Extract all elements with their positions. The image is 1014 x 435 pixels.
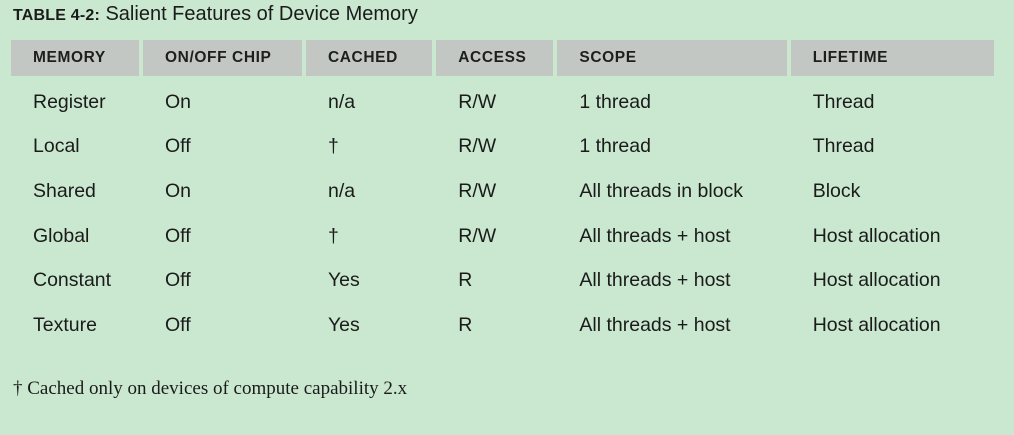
cell-memory: Constant xyxy=(33,269,112,292)
table-row: Constant Off Yes R All threads + host Ho… xyxy=(11,258,994,303)
table-row: Texture Off Yes R All threads + host Hos… xyxy=(11,303,994,348)
cell-lifetime: Thread xyxy=(812,135,875,158)
column-header-scope: SCOPE xyxy=(557,40,787,76)
table-footnote: † Cached only on devices of compute capa… xyxy=(13,378,408,399)
cell-access: R xyxy=(458,269,473,292)
cell-access: R/W xyxy=(458,179,497,202)
cell-access: R/W xyxy=(458,90,497,113)
table-header-row: MEMORY ON/OFF CHIP CACHED ACCESS SCOPE L… xyxy=(11,40,994,76)
column-header-memory: MEMORY xyxy=(11,40,139,76)
cell-cached: n/a xyxy=(327,179,356,202)
cell-scope: All threads + host xyxy=(579,224,731,247)
table-row: Shared On n/a R/W All threads in block B… xyxy=(11,169,994,214)
table-row: Register On n/a R/W 1 thread Thread xyxy=(11,76,994,125)
cell-on-off-chip: Off xyxy=(165,135,191,158)
cell-memory: Texture xyxy=(33,313,97,336)
cell-access: R xyxy=(458,313,473,336)
cell-cached: Yes xyxy=(327,313,360,336)
table-row: Local Off † R/W 1 thread Thread xyxy=(11,125,994,170)
cell-scope: All threads + host xyxy=(579,269,731,292)
cell-memory: Register xyxy=(33,90,106,113)
cell-access: R/W xyxy=(458,224,497,247)
column-header-on-off-chip: ON/OFF CHIP xyxy=(143,40,302,76)
cell-on-off-chip: Off xyxy=(165,313,191,336)
cell-access: R/W xyxy=(458,135,497,158)
cell-cached: † xyxy=(327,135,339,158)
cell-lifetime: Host allocation xyxy=(812,269,941,292)
cell-memory: Global xyxy=(33,224,90,247)
cell-lifetime: Thread xyxy=(812,90,875,113)
cell-memory: Shared xyxy=(33,179,96,202)
cell-scope: All threads + host xyxy=(579,313,731,336)
table-number: TABLE 4-2: xyxy=(13,7,101,24)
cell-lifetime: Host allocation xyxy=(812,313,941,336)
cell-on-off-chip: On xyxy=(165,179,192,202)
column-header-cached: CACHED xyxy=(305,40,433,76)
cell-cached: † xyxy=(327,224,339,247)
cell-lifetime: Host allocation xyxy=(812,224,941,247)
cell-scope: All threads in block xyxy=(579,179,744,202)
cell-scope: 1 thread xyxy=(579,90,651,113)
cell-cached: n/a xyxy=(327,90,356,113)
cell-cached: Yes xyxy=(327,269,360,292)
cell-on-off-chip: Off xyxy=(165,224,191,247)
device-memory-table: MEMORY ON/OFF CHIP CACHED ACCESS SCOPE L… xyxy=(7,40,998,348)
cell-scope: 1 thread xyxy=(579,135,651,158)
column-header-lifetime: LIFETIME xyxy=(790,40,994,76)
table-caption: TABLE 4-2: Salient Features of Device Me… xyxy=(13,3,418,26)
cell-on-off-chip: On xyxy=(165,90,192,113)
cell-on-off-chip: Off xyxy=(165,269,191,292)
column-header-access: ACCESS xyxy=(436,40,554,76)
table-row: Global Off † R/W All threads + host Host… xyxy=(11,214,994,259)
cell-memory: Local xyxy=(33,135,80,158)
cell-lifetime: Block xyxy=(812,179,861,202)
table-title: Salient Features of Device Memory xyxy=(105,3,418,25)
